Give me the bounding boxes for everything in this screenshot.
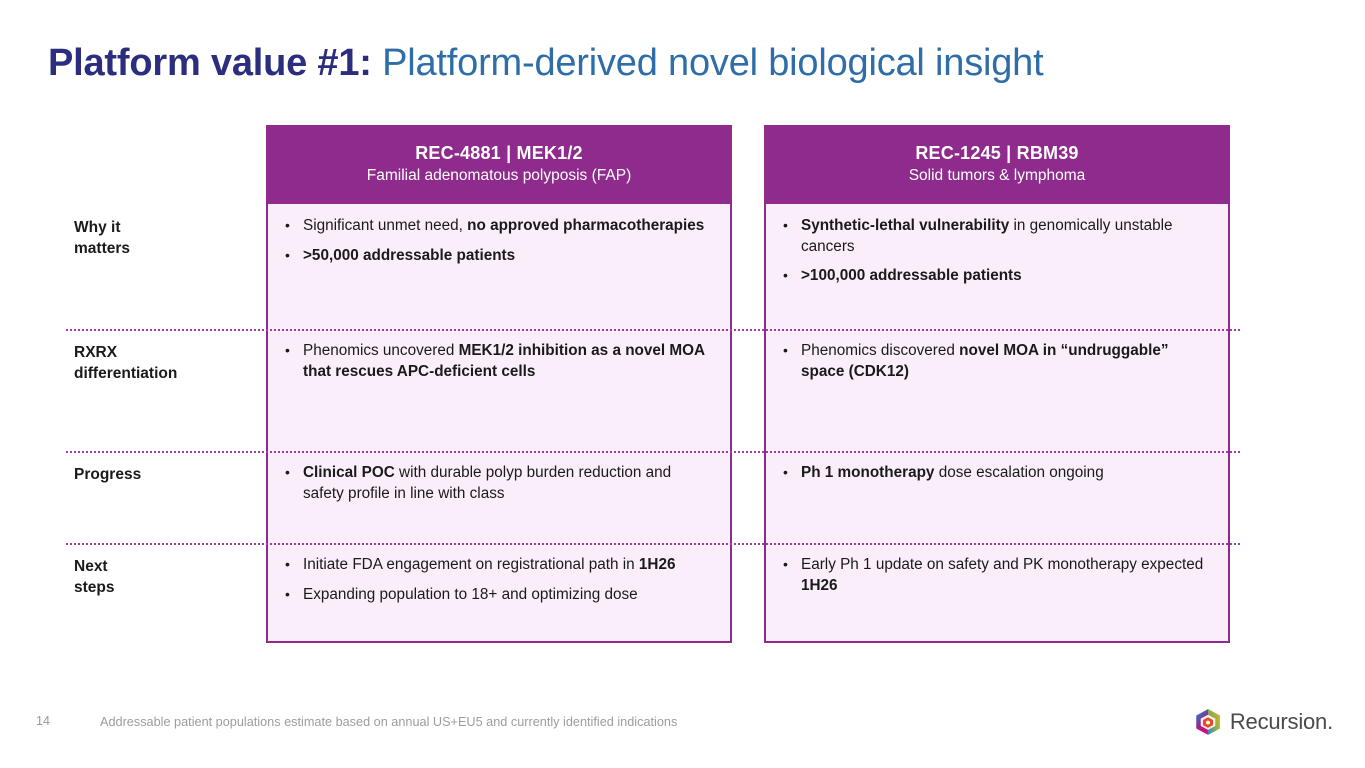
column-header-subtitle: Solid tumors & lymphoma: [908, 167, 1086, 184]
cell-left: Phenomics uncovered MEK1/2 inhibition as…: [266, 329, 732, 451]
column-gap: [732, 204, 764, 329]
bullet-list: Phenomics discovered novel MOA in “undru…: [780, 340, 1210, 382]
cell-right: Early Ph 1 update on safety and PK monot…: [764, 543, 1230, 643]
grid-header-row: REC-4881 | MEK1/2 Familial adenomatous p…: [66, 125, 1240, 204]
bullet-item: Ph 1 monotherapy dose escalation ongoing: [780, 462, 1210, 484]
column-gap: [732, 125, 764, 204]
column-header-rec-4881: REC-4881 | MEK1/2 Familial adenomatous p…: [266, 125, 732, 204]
bullet-item: >100,000 addressable patients: [780, 265, 1210, 287]
column-gap: [732, 451, 764, 543]
column-header-subtitle: Familial adenomatous polyposis (FAP): [366, 167, 632, 184]
cell-left: Significant unmet need, no approved phar…: [266, 204, 732, 329]
recursion-hexagon-icon: [1196, 709, 1220, 735]
row-label: RXRX differentiation: [74, 344, 178, 382]
cell-right: Synthetic-lethal vulnerability in genomi…: [764, 204, 1230, 329]
cell-left: Clinical POC with durable polyp burden r…: [266, 451, 732, 543]
row-label: Next steps: [74, 558, 115, 596]
table-row-rxrx-differentiation: RXRX differentiation Phenomics uncovered…: [66, 329, 1240, 451]
column-gap: [732, 329, 764, 451]
bullet-item: Phenomics discovered novel MOA in “undru…: [780, 340, 1210, 382]
bullet-list: Early Ph 1 update on safety and PK monot…: [780, 554, 1210, 596]
bullet-item: Synthetic-lethal vulnerability in genomi…: [780, 215, 1210, 257]
header-row-spacer: [66, 125, 266, 204]
column-header-title: REC-1245 | RBM39: [915, 143, 1079, 163]
column-header-title: REC-4881 | MEK1/2: [415, 143, 583, 163]
bullet-list: Significant unmet need, no approved phar…: [282, 215, 712, 267]
table-row-progress: Progress Clinical POC with durable polyp…: [66, 451, 1240, 543]
bullet-list: Phenomics uncovered MEK1/2 inhibition as…: [282, 340, 712, 382]
bullet-item: Clinical POC with durable polyp burden r…: [282, 462, 712, 504]
bullet-list: Ph 1 monotherapy dose escalation ongoing: [780, 462, 1210, 484]
cell-right: Ph 1 monotherapy dose escalation ongoing: [764, 451, 1230, 543]
page-title: Platform value #1: Platform-derived nove…: [48, 40, 1044, 86]
footnote: Addressable patient populations estimate…: [100, 715, 678, 729]
bullet-item: Expanding population to 18+ and optimizi…: [282, 584, 712, 606]
page-number: 14: [36, 714, 50, 728]
page-title-bold: Platform value #1:: [48, 42, 372, 84]
cell-left: Initiate FDA engagement on registrationa…: [266, 543, 732, 643]
table-row-next-steps: Next steps Initiate FDA engagement on re…: [66, 543, 1240, 643]
recursion-logo: Recursion.: [1194, 708, 1333, 736]
bullet-item: Significant unmet need, no approved phar…: [282, 215, 712, 237]
comparison-grid: REC-4881 | MEK1/2 Familial adenomatous p…: [66, 125, 1240, 643]
bullet-item: Early Ph 1 update on safety and PK monot…: [780, 554, 1210, 596]
bullet-list: Initiate FDA engagement on registrationa…: [282, 554, 712, 606]
bullet-item: Initiate FDA engagement on registrationa…: [282, 554, 712, 576]
logo-wordmark: Recursion.: [1229, 709, 1333, 734]
bullet-list: Synthetic-lethal vulnerability in genomi…: [780, 215, 1210, 287]
cell-right: Phenomics discovered novel MOA in “undru…: [764, 329, 1230, 451]
bullet-list: Clinical POC with durable polyp burden r…: [282, 462, 712, 504]
column-header-rec-1245: REC-1245 | RBM39 Solid tumors & lymphoma: [764, 125, 1230, 204]
bullet-item: Phenomics uncovered MEK1/2 inhibition as…: [282, 340, 712, 382]
row-label: Progress: [74, 466, 142, 483]
row-label: Why it matters: [74, 219, 130, 257]
bullet-item: >50,000 addressable patients: [282, 245, 712, 267]
table-row-why-it-matters: Why it matters Significant unmet need, n…: [66, 204, 1240, 329]
column-gap: [732, 543, 764, 643]
page-title-light: Platform-derived novel biological insigh…: [371, 42, 1044, 84]
